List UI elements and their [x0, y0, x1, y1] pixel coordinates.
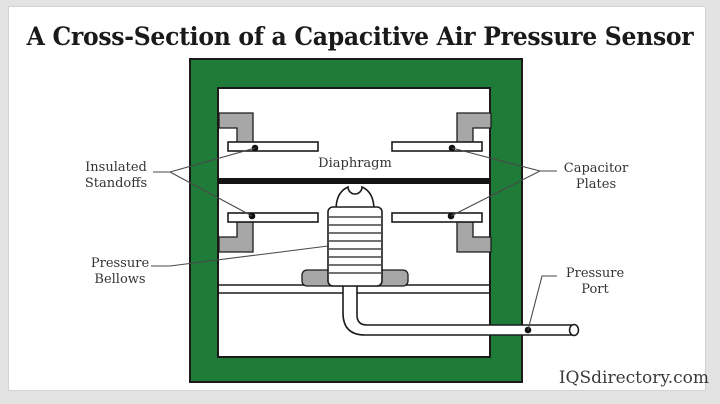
- label-diaphragm: Diaphragm: [318, 156, 392, 171]
- label-capacitor-plates: Capacitor Plates: [563, 161, 629, 192]
- pressure-port-tube-outer-wall: [342, 285, 574, 336]
- bellows-dome: [335, 185, 375, 211]
- pressure-bellows-body: [327, 206, 383, 287]
- leader-pressure-bellows: [151, 245, 329, 267]
- capacitor-plate-top-right: [391, 141, 483, 152]
- label-insulated-standoffs: Insulated Standoffs: [84, 160, 148, 191]
- pressure-port-opening: [568, 323, 580, 337]
- pressure-port-tube-inner-wall: [356, 285, 574, 326]
- capacitor-plate-bottom-right: [391, 212, 483, 223]
- leader-capacitor-plates: [450, 147, 557, 217]
- page-title: A Cross-Section of a Capacitive Air Pres…: [26, 22, 694, 51]
- diaphragm-membrane: [218, 178, 490, 184]
- label-pressure-bellows: Pressure Bellows: [90, 256, 150, 287]
- leader-insulated-standoffs: [153, 147, 256, 217]
- leader-pressure-port: [527, 275, 557, 331]
- label-pressure-port: Pressure Port: [565, 266, 625, 297]
- bellows-corrugations: [329, 216, 381, 274]
- capacitor-plate-bottom-left: [227, 212, 319, 223]
- watermark-iqsdirectory: IQSdirectory.com: [558, 368, 709, 388]
- capacitor-plate-top-left: [227, 141, 319, 152]
